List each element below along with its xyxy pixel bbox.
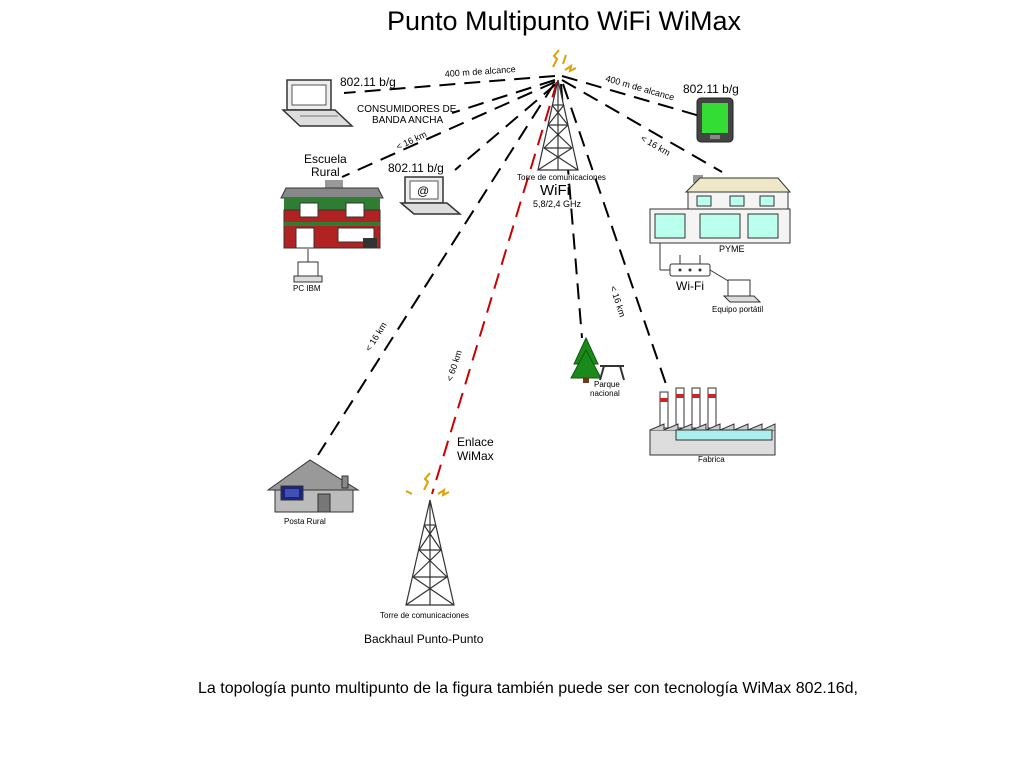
pda-icon [696, 97, 734, 143]
link-label-school: < 16 km [395, 129, 428, 152]
link-label-pyme: < 16 km [639, 133, 672, 158]
backhaul-label: Backhaul Punto-Punto [364, 632, 484, 646]
laptop-left-std: 802.11 b/g [340, 75, 396, 89]
laptop-pyme-label: Equipo portátil [712, 305, 763, 314]
page-title: Punto Multipunto WiFi WiMax [386, 6, 742, 36]
main-tower-icon [537, 79, 579, 171]
link-factory [562, 83, 669, 391]
factory-label: Fabrica [698, 455, 725, 464]
caption: La topología punto multipunto de la figu… [198, 680, 858, 697]
link-consumers [451, 79, 556, 114]
factory-icon [649, 387, 776, 456]
consumers-line1: CONSUMIDORES DE [357, 104, 457, 115]
link-backhaul [431, 81, 558, 495]
pc-icon [293, 249, 323, 283]
school-line1: Escuela [304, 152, 347, 166]
tower2-label: Torre de comunicaciones [380, 611, 469, 620]
office-icon [649, 175, 792, 244]
school-line2: Rural [311, 165, 340, 179]
house-icon [266, 459, 360, 513]
tower-freq: 5,8/2,4 GHz [533, 199, 582, 209]
link-pyme [561, 79, 723, 173]
link-park [560, 83, 583, 339]
antenna-spark-icon [405, 472, 450, 497]
link-school [341, 81, 556, 178]
consumers-line2: BANDA ANCHA [372, 115, 443, 126]
link-label-backhaul: < 60 km [444, 349, 463, 383]
link-posta [317, 83, 555, 456]
laptop-icon [281, 79, 354, 127]
link-label-laptop-left: 400 m de alcance [444, 64, 516, 79]
picnic-table-icon [599, 365, 625, 381]
enlace-line1: Enlace [457, 435, 494, 449]
antenna-spark-icon [552, 49, 577, 73]
tower-icon [405, 499, 455, 606]
tower-label: Torre de comunicaciones [517, 173, 606, 182]
laptop-mid-std: 802.11 b/g [388, 161, 444, 175]
link-laptop-mid [454, 83, 557, 171]
tower-tech: WiFi [540, 182, 570, 199]
park-line1: Parque [594, 380, 620, 389]
school-icon [280, 180, 384, 249]
pyme-label: PYME [719, 244, 745, 254]
laptop-icon [722, 279, 762, 303]
link-laptop-left [343, 75, 556, 94]
posta-label: Posta Rural [284, 517, 326, 526]
park-line2: nacional [590, 389, 620, 398]
wifi-label: Wi-Fi [676, 279, 704, 293]
link-label-park: < 16 km [608, 285, 627, 319]
enlace-line2: WiMax [457, 449, 494, 463]
pda-std: 802.11 b/g [683, 82, 739, 96]
pc-ibm-label: PC IBM [293, 284, 321, 293]
tree-icon [570, 336, 602, 383]
svg-text:@: @ [417, 184, 429, 198]
router-icon [659, 243, 731, 283]
laptop-icon: @ [398, 176, 463, 215]
